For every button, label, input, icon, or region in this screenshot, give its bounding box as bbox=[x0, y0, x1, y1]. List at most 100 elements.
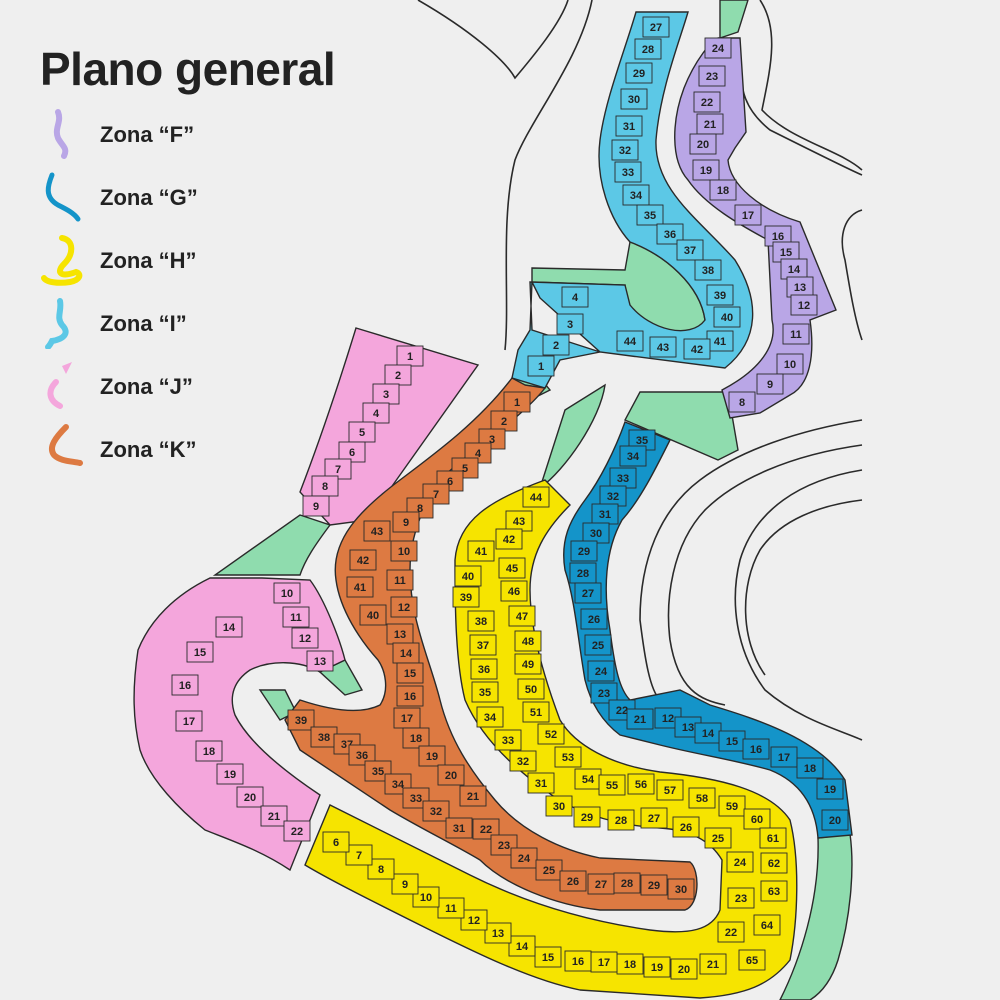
lot-h-13[interactable]: 13 bbox=[484, 922, 512, 944]
lot-j-7[interactable]: 7 bbox=[324, 458, 352, 480]
lot-i-2[interactable]: 2 bbox=[542, 334, 570, 356]
lot-h-8[interactable]: 8 bbox=[367, 858, 395, 880]
lot-g-33[interactable]: 33 bbox=[609, 467, 637, 489]
lot-g-18[interactable]: 18 bbox=[796, 757, 824, 779]
lot-h-25[interactable]: 25 bbox=[704, 827, 732, 849]
lot-k-16[interactable]: 16 bbox=[396, 685, 424, 707]
lot-i-34[interactable]: 34 bbox=[622, 184, 650, 206]
lot-k-36[interactable]: 36 bbox=[348, 744, 376, 766]
lot-k-11[interactable]: 11 bbox=[386, 569, 414, 591]
lot-i-36[interactable]: 36 bbox=[656, 223, 684, 245]
lot-i-41[interactable]: 41 bbox=[706, 330, 734, 352]
lot-f-21[interactable]: 21 bbox=[696, 113, 724, 135]
lot-f-18[interactable]: 18 bbox=[709, 179, 737, 201]
lot-h-58[interactable]: 58 bbox=[688, 787, 716, 809]
lot-f-13[interactable]: 13 bbox=[786, 276, 814, 298]
lot-i-4[interactable]: 4 bbox=[561, 286, 589, 308]
lot-h-38[interactable]: 38 bbox=[467, 610, 495, 632]
lot-h-55[interactable]: 55 bbox=[598, 774, 626, 796]
lot-j-15[interactable]: 15 bbox=[186, 641, 214, 663]
lot-k-22[interactable]: 22 bbox=[472, 818, 500, 840]
lot-h-27[interactable]: 27 bbox=[640, 807, 668, 829]
lot-k-29[interactable]: 29 bbox=[640, 874, 668, 896]
lot-h-46[interactable]: 46 bbox=[500, 580, 528, 602]
lot-k-24[interactable]: 24 bbox=[510, 847, 538, 869]
lot-g-12[interactable]: 12 bbox=[654, 707, 682, 729]
lot-h-60[interactable]: 60 bbox=[743, 808, 771, 830]
lot-f-8[interactable]: 8 bbox=[728, 391, 756, 413]
lot-k-43[interactable]: 43 bbox=[363, 520, 391, 542]
lot-f-15[interactable]: 15 bbox=[772, 241, 800, 263]
lot-j-8[interactable]: 8 bbox=[311, 475, 339, 497]
lot-i-1[interactable]: 1 bbox=[527, 355, 555, 377]
lot-f-9[interactable]: 9 bbox=[756, 373, 784, 395]
lot-h-49[interactable]: 49 bbox=[514, 653, 542, 675]
lot-k-28[interactable]: 28 bbox=[613, 872, 641, 894]
lot-h-28[interactable]: 28 bbox=[607, 809, 635, 831]
lot-h-65[interactable]: 65 bbox=[738, 949, 766, 971]
lot-k-31[interactable]: 31 bbox=[445, 817, 473, 839]
lot-j-6[interactable]: 6 bbox=[338, 441, 366, 463]
lot-g-30[interactable]: 30 bbox=[582, 522, 610, 544]
lot-g-15[interactable]: 15 bbox=[718, 730, 746, 752]
lot-g-14[interactable]: 14 bbox=[694, 722, 722, 744]
lot-k-21[interactable]: 21 bbox=[459, 785, 487, 807]
lot-i-33[interactable]: 33 bbox=[614, 161, 642, 183]
lot-g-25[interactable]: 25 bbox=[584, 634, 612, 656]
lot-h-34[interactable]: 34 bbox=[476, 706, 504, 728]
lot-g-27[interactable]: 27 bbox=[574, 582, 602, 604]
lot-j-1[interactable]: 1 bbox=[396, 345, 424, 367]
lot-j-18[interactable]: 18 bbox=[195, 740, 223, 762]
lot-j-13[interactable]: 13 bbox=[306, 650, 334, 672]
lot-f-12[interactable]: 12 bbox=[790, 294, 818, 316]
lot-i-32[interactable]: 32 bbox=[611, 139, 639, 161]
lot-j-14[interactable]: 14 bbox=[215, 616, 243, 638]
lot-h-29[interactable]: 29 bbox=[573, 806, 601, 828]
lot-h-26[interactable]: 26 bbox=[672, 816, 700, 838]
lot-h-30[interactable]: 30 bbox=[545, 795, 573, 817]
lot-k-15[interactable]: 15 bbox=[396, 662, 424, 684]
lot-k-9[interactable]: 9 bbox=[392, 511, 420, 533]
lot-h-19[interactable]: 19 bbox=[643, 956, 671, 978]
lot-f-20[interactable]: 20 bbox=[689, 133, 717, 155]
lot-h-32[interactable]: 32 bbox=[509, 750, 537, 772]
lot-h-41[interactable]: 41 bbox=[467, 540, 495, 562]
lot-h-11[interactable]: 11 bbox=[437, 897, 465, 919]
lot-g-17[interactable]: 17 bbox=[770, 746, 798, 768]
lot-h-17[interactable]: 17 bbox=[590, 951, 618, 973]
lot-h-23[interactable]: 23 bbox=[727, 887, 755, 909]
lot-f-17[interactable]: 17 bbox=[734, 204, 762, 226]
lot-f-19[interactable]: 19 bbox=[692, 159, 720, 181]
lot-h-39[interactable]: 39 bbox=[452, 586, 480, 608]
lot-j-4[interactable]: 4 bbox=[362, 402, 390, 424]
lot-f-14[interactable]: 14 bbox=[780, 258, 808, 280]
lot-g-26[interactable]: 26 bbox=[580, 608, 608, 630]
lot-k-20[interactable]: 20 bbox=[437, 764, 465, 786]
lot-j-11[interactable]: 11 bbox=[282, 606, 310, 628]
lot-h-14[interactable]: 14 bbox=[508, 935, 536, 957]
lot-f-16[interactable]: 16 bbox=[764, 225, 792, 247]
lot-h-7[interactable]: 7 bbox=[345, 844, 373, 866]
lot-h-59[interactable]: 59 bbox=[718, 795, 746, 817]
lot-h-63[interactable]: 63 bbox=[760, 880, 788, 902]
lot-j-20[interactable]: 20 bbox=[236, 786, 264, 808]
lot-j-21[interactable]: 21 bbox=[260, 805, 288, 827]
lot-h-15[interactable]: 15 bbox=[534, 946, 562, 968]
lot-k-39[interactable]: 39 bbox=[287, 709, 315, 731]
lot-g-32[interactable]: 32 bbox=[599, 485, 627, 507]
lot-k-12[interactable]: 12 bbox=[390, 596, 418, 618]
lot-h-45[interactable]: 45 bbox=[498, 557, 526, 579]
lot-h-62[interactable]: 62 bbox=[760, 852, 788, 874]
lot-g-28[interactable]: 28 bbox=[569, 562, 597, 584]
lot-k-14[interactable]: 14 bbox=[392, 642, 420, 664]
lot-i-35[interactable]: 35 bbox=[636, 204, 664, 226]
lot-h-61[interactable]: 61 bbox=[759, 827, 787, 849]
lot-k-30[interactable]: 30 bbox=[667, 878, 695, 900]
lot-g-21[interactable]: 21 bbox=[626, 708, 654, 730]
lot-h-53[interactable]: 53 bbox=[554, 746, 582, 768]
lot-k-2[interactable]: 2 bbox=[490, 410, 518, 432]
lot-i-42[interactable]: 42 bbox=[683, 338, 711, 360]
lot-g-34[interactable]: 34 bbox=[619, 445, 647, 467]
lot-h-50[interactable]: 50 bbox=[517, 678, 545, 700]
lot-k-41[interactable]: 41 bbox=[346, 576, 374, 598]
